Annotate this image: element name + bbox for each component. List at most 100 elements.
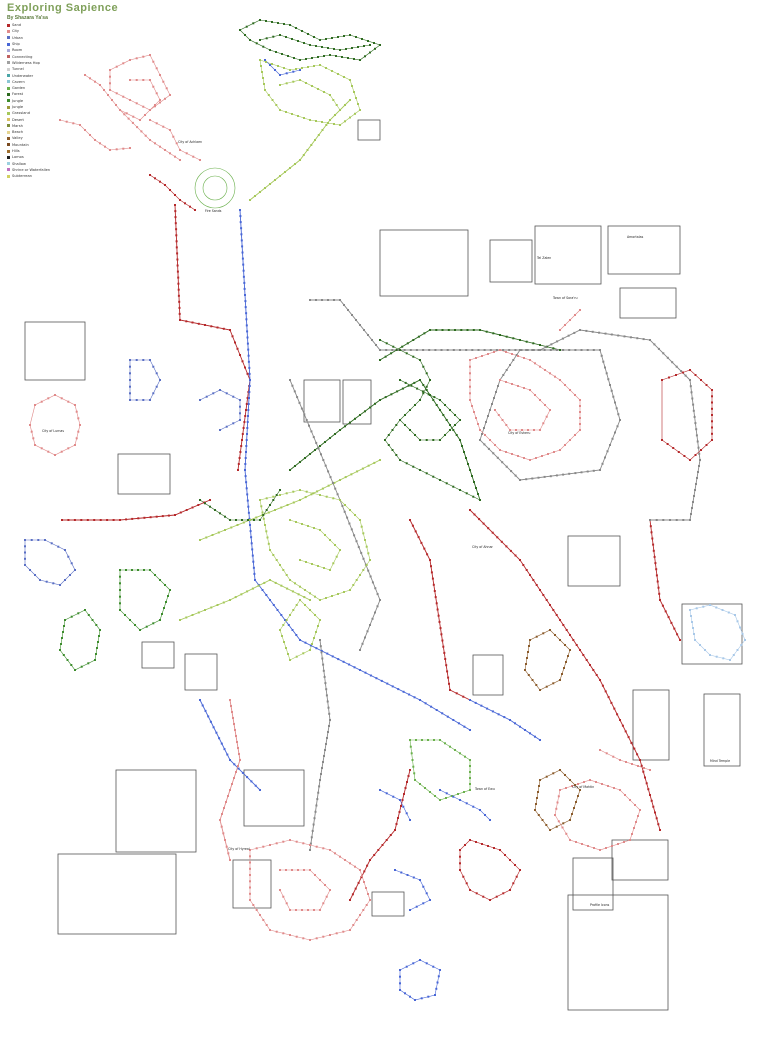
map-node <box>459 349 461 351</box>
map-node <box>253 519 255 521</box>
map-node <box>579 411 581 413</box>
map-node <box>119 602 121 605</box>
map-node <box>727 611 730 614</box>
map-node <box>515 875 518 878</box>
map-node <box>222 832 225 835</box>
map-node <box>481 355 483 357</box>
map-node <box>315 845 318 848</box>
map-node <box>427 393 430 396</box>
map-node <box>355 919 358 921</box>
map-node <box>311 85 313 87</box>
inset-panel-wind-temple <box>117 453 171 495</box>
map-node <box>357 546 360 549</box>
map-node <box>413 772 416 775</box>
map-node <box>669 519 671 521</box>
map-node <box>267 511 270 514</box>
map-node <box>329 849 331 851</box>
map-node <box>479 429 481 431</box>
map-node <box>436 981 439 984</box>
map-node <box>119 109 121 111</box>
map-node <box>312 823 315 826</box>
map-node <box>75 410 78 413</box>
map-node <box>569 439 571 441</box>
map-node <box>119 575 121 578</box>
map-node <box>363 329 365 331</box>
map-node <box>67 400 70 403</box>
map-node <box>649 794 651 796</box>
map-node <box>259 914 261 916</box>
map-node <box>285 36 287 38</box>
map-node <box>495 895 498 898</box>
map-node <box>349 509 351 511</box>
map-node <box>699 459 701 461</box>
map-node <box>99 629 101 631</box>
map-node <box>697 471 699 473</box>
map-node <box>317 88 319 90</box>
legend-item: Ship <box>7 41 67 47</box>
map-node <box>275 842 278 845</box>
map-node <box>557 820 560 823</box>
map-node <box>325 495 328 498</box>
map-node <box>404 787 407 789</box>
map-node <box>595 674 598 676</box>
map-node <box>34 444 36 446</box>
map-node <box>266 536 269 539</box>
map-node <box>711 414 713 416</box>
map-node <box>642 338 645 341</box>
inset-panel-sea-dome <box>489 239 533 283</box>
map-node <box>60 397 63 400</box>
map-node <box>605 847 607 849</box>
map-node <box>89 77 91 80</box>
map-node <box>222 327 225 330</box>
map-node <box>465 492 468 495</box>
map-node <box>264 524 266 526</box>
map-node <box>328 712 331 715</box>
map-node <box>362 532 365 535</box>
map-node <box>259 19 261 21</box>
map-node <box>545 415 548 418</box>
map-node <box>592 349 595 351</box>
map-node <box>404 414 406 416</box>
map-node <box>191 614 194 616</box>
map-node <box>272 554 275 556</box>
map-node <box>336 493 339 496</box>
map-node <box>722 657 725 660</box>
map-node <box>379 44 381 46</box>
legend-label: Garden <box>12 86 26 91</box>
map-node <box>333 123 335 125</box>
map-node <box>509 429 511 431</box>
map-node <box>671 361 674 364</box>
map-node <box>62 654 65 656</box>
legend-label: Shrine or Waterfallen <box>12 167 51 172</box>
map-node <box>465 882 468 885</box>
map-node <box>301 67 303 69</box>
inset-panel-ember <box>342 379 372 425</box>
map-node <box>169 189 171 191</box>
map-node <box>63 625 65 627</box>
map-node <box>609 384 611 386</box>
map-node <box>675 519 678 521</box>
inset-panel-hollow <box>611 839 669 881</box>
map-node <box>249 524 251 526</box>
map-node <box>79 424 81 426</box>
map-node <box>395 424 398 426</box>
map-node <box>695 428 698 431</box>
map-node <box>309 842 312 845</box>
map-node <box>412 876 415 879</box>
map-node <box>692 409 695 412</box>
map-node <box>430 571 433 574</box>
map-node <box>86 519 89 521</box>
map-node <box>152 622 155 625</box>
map-node <box>289 909 291 911</box>
map-node <box>84 74 86 76</box>
map-node <box>414 999 416 1001</box>
map-node <box>444 404 446 406</box>
map-node <box>245 312 248 315</box>
map-node <box>399 989 401 991</box>
map-node <box>472 495 475 498</box>
map-node <box>325 124 328 126</box>
map-node <box>406 874 409 876</box>
map-node <box>355 97 357 99</box>
map-node <box>401 799 404 801</box>
